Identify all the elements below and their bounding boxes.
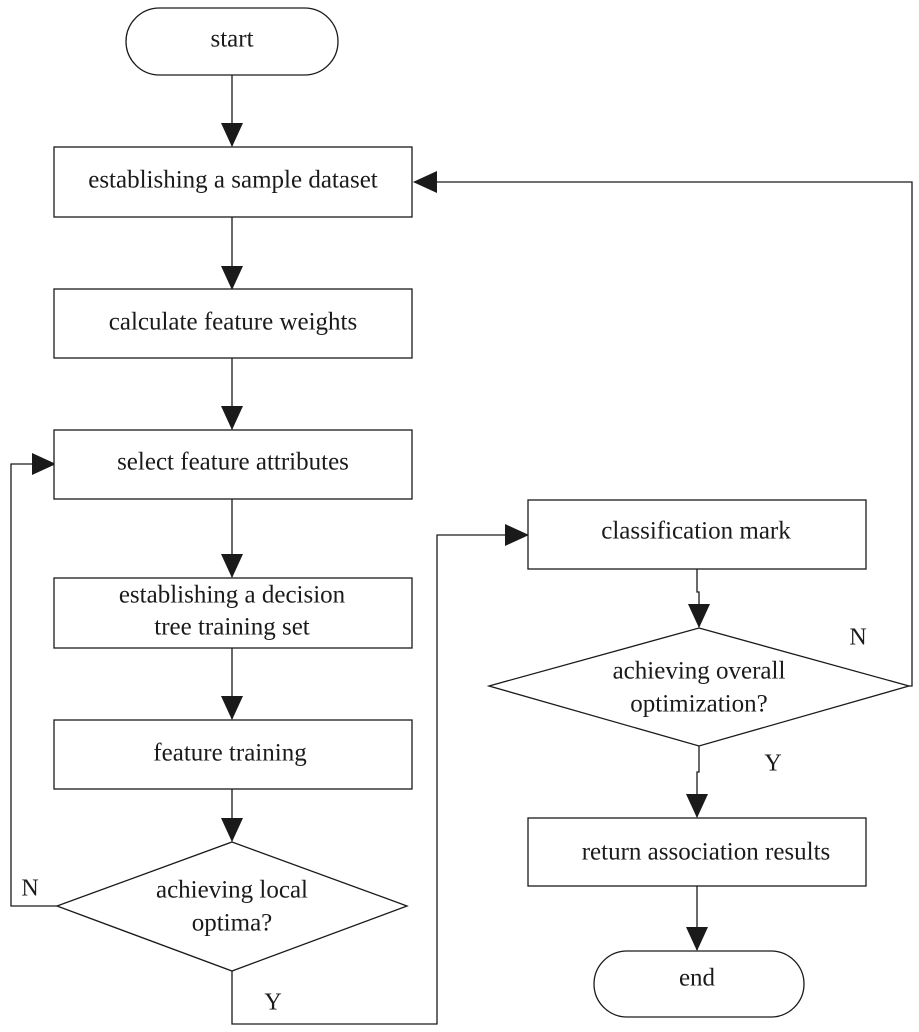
local-yes-label: Y [264,990,281,1016]
select-attributes-label: select feature attributes [117,449,349,476]
decision-tree-label-line1: establishing a decision [119,582,346,609]
decision-tree-label-line2: tree training set [154,614,310,641]
decision-tree-process: establishing a decision tree training se… [53,577,413,649]
overall-no-label: N [849,625,866,651]
edge-overall-yes-to-return [686,746,708,818]
edge-classification-to-overall [688,569,710,628]
return-results-process: return association results [527,817,867,887]
end-terminal: end [593,950,805,1018]
classification-mark-process: classification mark [527,499,867,570]
start-label: start [210,26,253,53]
return-results-label: return association results [582,839,831,866]
end-label: end [679,965,716,992]
overall-yes-label: Y [764,751,781,777]
local-optima-label-line2: optima? [192,910,273,937]
calc-weights-label: calculate feature weights [109,309,357,336]
feature-training-process: feature training [53,719,413,790]
select-attributes-process: select feature attributes [53,429,413,500]
edge-local-yes-to-classification [231,524,529,1025]
overall-optimization-label-line1: achieving overall [613,658,786,685]
local-no-label: N [21,876,38,902]
edge-local-no-loop [10,453,57,907]
local-optima-decision: achieving local optima? [55,841,409,972]
feature-training-label: feature training [153,740,307,767]
establish-dataset-process: establishing a sample dataset [53,146,413,218]
overall-optimization-label-line2: optimization? [630,691,767,718]
overall-optimization-decision: achieving overall optimization? [486,627,912,747]
edge-overall-no-loop [413,171,913,687]
local-optima-label-line1: achieving local [156,877,308,904]
classification-mark-label: classification mark [601,518,791,545]
start-terminal: start [125,7,339,76]
calc-weights-process: calculate feature weights [53,288,413,359]
establish-dataset-label: establishing a sample dataset [88,167,378,194]
